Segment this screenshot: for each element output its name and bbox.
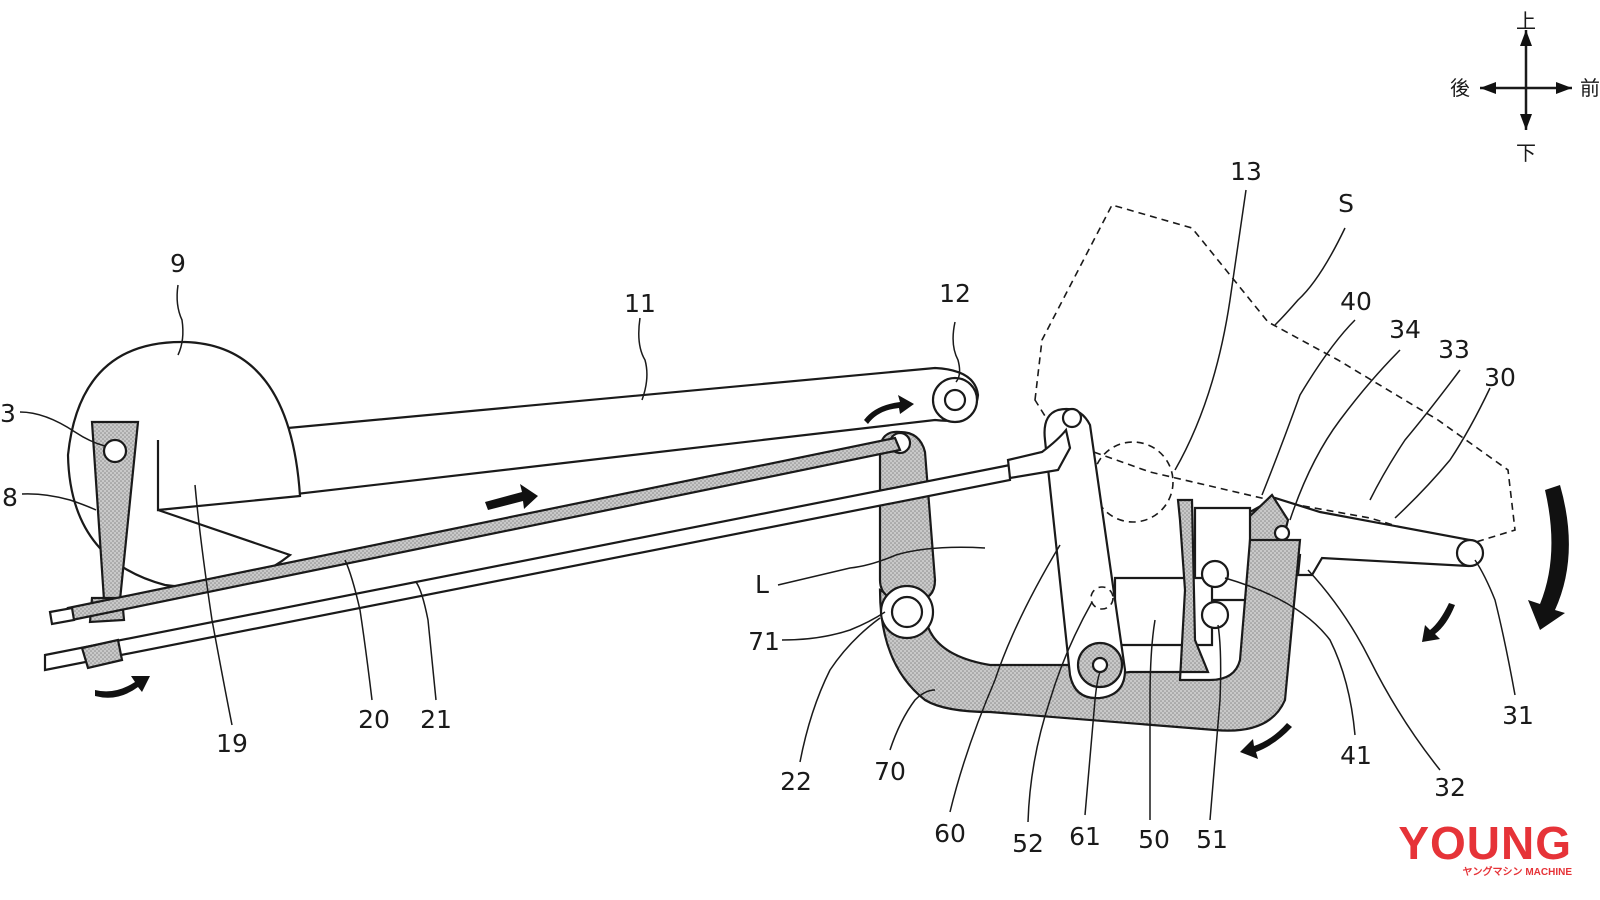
- label-70: 70: [874, 757, 906, 786]
- label-52: 52: [1012, 829, 1044, 858]
- arrow-pedal-large: [1528, 485, 1569, 630]
- pivot-13-outline: [1092, 441, 1174, 523]
- label-23: 23: [0, 399, 16, 428]
- pivot-12-inner: [943, 388, 967, 412]
- label-l: L: [755, 570, 769, 599]
- pivot-41: [1200, 559, 1230, 589]
- arrow-crank-rotate: [864, 395, 914, 424]
- arrow-rod-20: [485, 484, 538, 510]
- label-50: 50: [1138, 825, 1170, 854]
- label-40: 40: [1340, 287, 1372, 316]
- label-30: 30: [1484, 363, 1516, 392]
- label-51: 51: [1196, 825, 1228, 854]
- pivot-52: [1090, 586, 1114, 610]
- label-71: 71: [748, 627, 780, 656]
- link-50: [1113, 576, 1214, 647]
- direction-up-label: 上: [1516, 9, 1536, 33]
- label-11: 11: [624, 289, 656, 318]
- crank-arm-22: [878, 430, 937, 602]
- label-32: 32: [1434, 773, 1466, 802]
- pedal-pivot-34: [1273, 524, 1291, 542]
- rod-21: [43, 463, 1012, 672]
- pivot-51: [1200, 600, 1230, 630]
- shoe-outline-s: [1034, 204, 1516, 547]
- label-20: 20: [358, 705, 390, 734]
- label-8: 8: [2, 483, 18, 512]
- direction-rear-label: 後: [1450, 76, 1470, 100]
- label-61: 61: [1069, 822, 1101, 851]
- label-33: 33: [1438, 335, 1470, 364]
- leader-lines: [19, 189, 1516, 823]
- arm-11: [156, 366, 980, 512]
- label-s: S: [1338, 189, 1354, 218]
- label-9: 9: [170, 249, 186, 278]
- pin-61: [1091, 656, 1109, 674]
- label-12: 12: [939, 279, 971, 308]
- rod-20-end: [48, 606, 76, 626]
- reference-numerals: 9 11 12 13 S 40 34 33 30 23 8 19 20 21 L…: [0, 157, 1534, 858]
- label-41: 41: [1340, 741, 1372, 770]
- label-34: 34: [1389, 315, 1421, 344]
- label-60: 60: [934, 819, 966, 848]
- pedal-tip-31: [1455, 538, 1485, 568]
- label-19: 19: [216, 729, 248, 758]
- watermark-brand: YOUNG: [1398, 817, 1572, 869]
- arrow-lever-70: [1240, 723, 1292, 759]
- label-22: 22: [780, 767, 812, 796]
- label-13: 13: [1230, 157, 1262, 186]
- label-31: 31: [1502, 701, 1534, 730]
- direction-indicator: 上 下 後 前: [1450, 9, 1600, 165]
- young-machine-watermark: YOUNG ヤングマシン MACHINE: [1398, 817, 1572, 878]
- direction-front-label: 前: [1580, 76, 1600, 100]
- pivot-71-inner: [890, 595, 924, 629]
- rod-21-clip: [80, 638, 124, 670]
- watermark-sub: ヤングマシン MACHINE: [1462, 867, 1572, 878]
- lever-60: [1043, 407, 1127, 700]
- pivot-60-top: [1061, 407, 1083, 429]
- label-21: 21: [420, 705, 452, 734]
- rod-21-end: [1006, 427, 1072, 480]
- pivot-23: [102, 438, 128, 464]
- direction-down-label: 下: [1516, 141, 1536, 165]
- arrow-pedal-small: [1422, 603, 1455, 642]
- arrow-link-8-rotate: [95, 676, 150, 698]
